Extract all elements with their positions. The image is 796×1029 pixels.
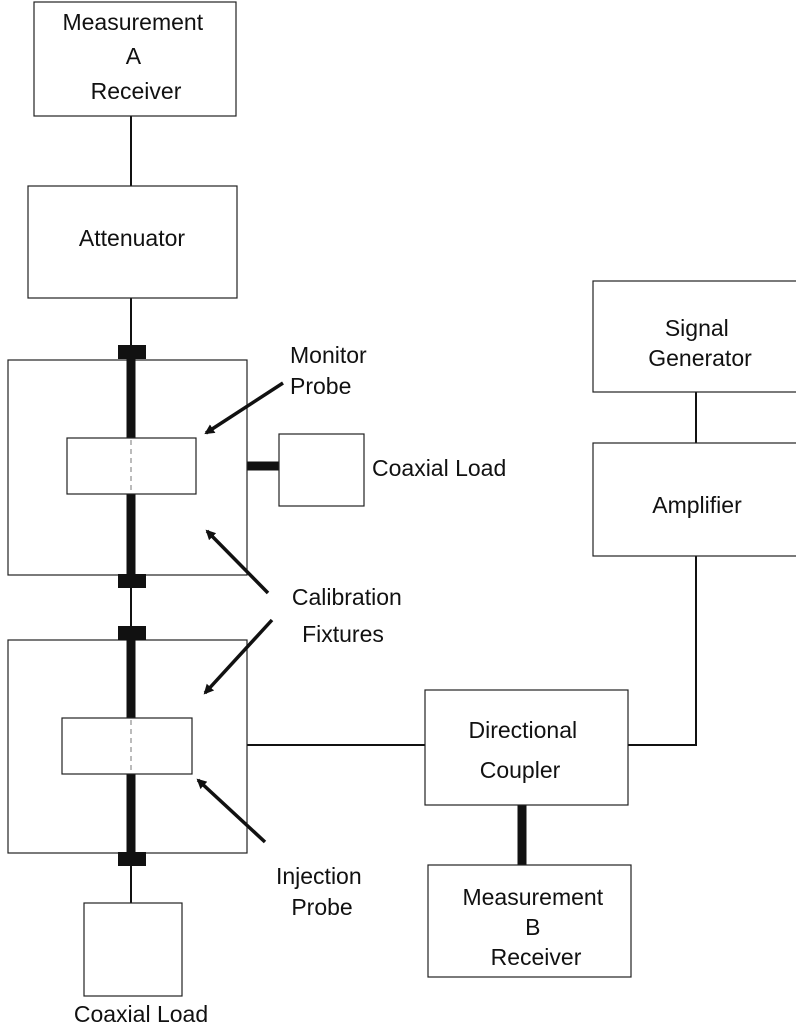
injection-probe-arrow [196, 778, 267, 844]
connector-upper-bottom [118, 574, 146, 588]
signal-generator-label: Signal Generator [648, 315, 752, 371]
wire-amplifier-to-coupler [628, 556, 697, 746]
measurement-a-receiver-box [33, 1, 237, 117]
measurement-a-receiver-label: Measurement A Receiver [62, 9, 209, 104]
measurement-b-receiver-label: Measurement B Receiver [462, 884, 609, 970]
connector-upper-top [118, 345, 146, 359]
measurement-b-receiver-box [427, 864, 632, 978]
injection-probe-box [61, 717, 193, 775]
connector-lower-bottom [118, 852, 146, 866]
coaxial-load-bottom-label: Coaxial Load [74, 1001, 208, 1027]
monitor-probe-box [66, 437, 197, 495]
directional-coupler-label: Directional Coupler [468, 717, 583, 783]
attenuator-box [27, 185, 238, 299]
attenuator-label: Attenuator [79, 225, 185, 251]
calibration-fixture-lower-arrow [203, 618, 274, 695]
connector-lower-top [118, 626, 146, 640]
coaxial-load-bottom-box [83, 902, 183, 997]
calibration-fixture-upper-arrow [205, 529, 270, 595]
directional-coupler-box [424, 689, 629, 806]
coaxial-load-right-box [278, 433, 365, 507]
monitor-probe-arrow [204, 381, 284, 435]
injection-probe-label: Injection Probe [276, 863, 368, 920]
calibration-fixtures-label: Calibration Fixtures [292, 584, 408, 647]
monitor-probe-label: Monitor Probe [290, 342, 373, 399]
amplifier-label: Amplifier [652, 492, 742, 518]
amplifier-box [592, 442, 796, 557]
signal-generator-box [592, 280, 796, 393]
coaxial-load-right-label: Coaxial Load [372, 455, 506, 481]
